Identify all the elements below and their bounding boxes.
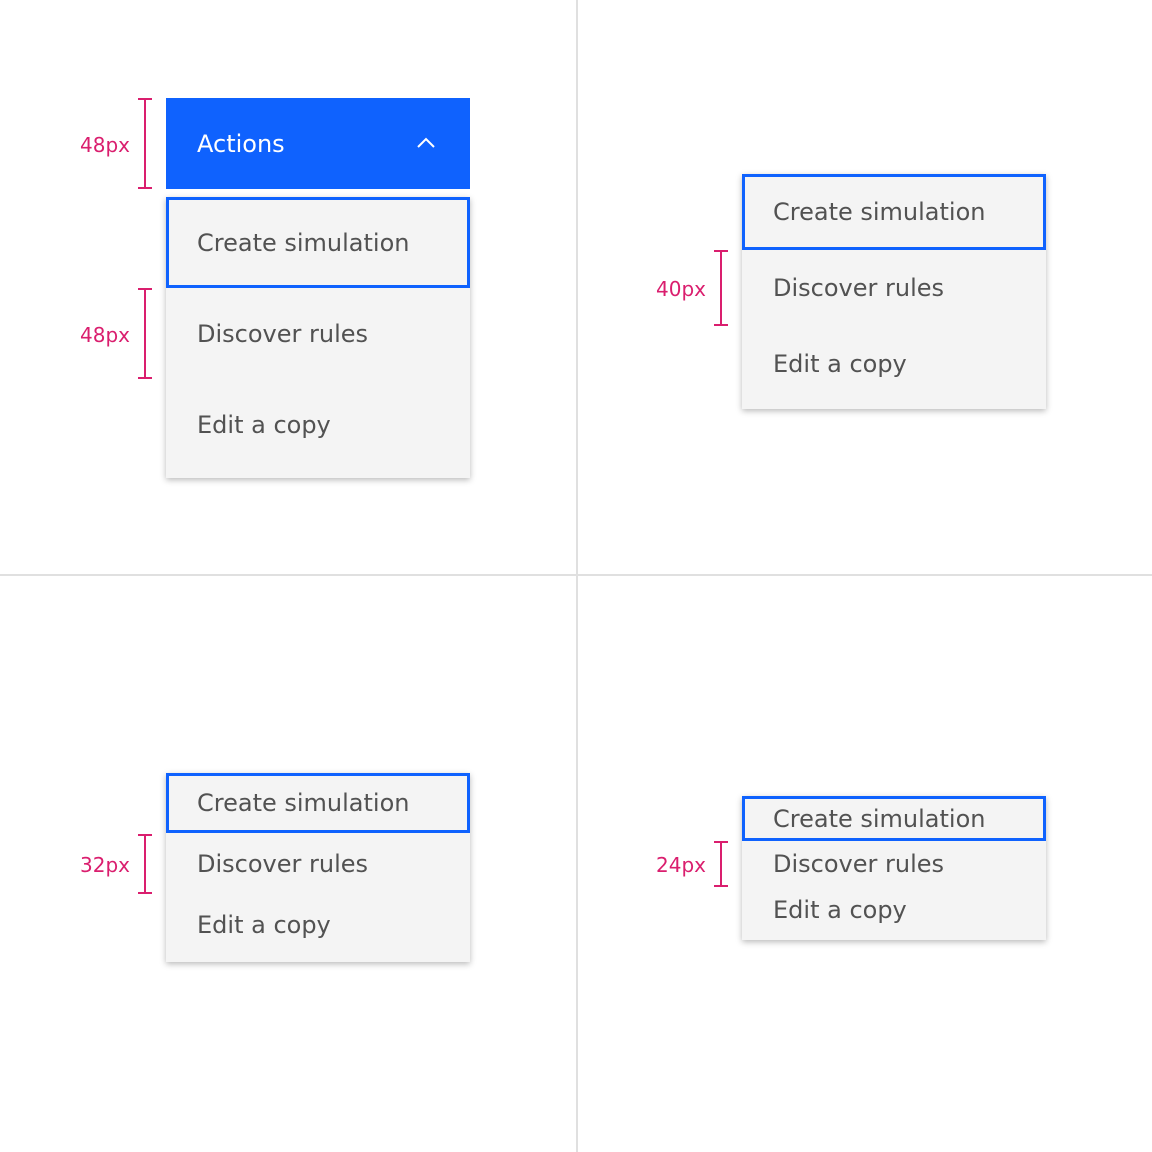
item-height-measure-32 bbox=[138, 834, 152, 894]
overflow-menu-32: Create simulation Discover rules Edit a … bbox=[166, 773, 470, 962]
menu-item-create-simulation[interactable]: Create simulation bbox=[166, 773, 470, 833]
item-height-label-40: 40px bbox=[656, 277, 706, 301]
menu-item-create-simulation[interactable]: Create simulation bbox=[742, 796, 1046, 841]
item-height-label-24: 24px bbox=[656, 853, 706, 877]
menu-item-edit-a-copy[interactable]: Edit a copy bbox=[773, 896, 907, 924]
menu-item-discover-rules[interactable]: Discover rules bbox=[197, 849, 369, 878]
menu-item-edit-a-copy[interactable]: Edit a copy bbox=[197, 410, 331, 439]
overflow-menu-24: Create simulation Discover rules Edit a … bbox=[742, 796, 1046, 940]
quadrant-divider-vertical bbox=[576, 0, 578, 1152]
item-height-label-32: 32px bbox=[80, 853, 130, 877]
overflow-menu-48: Create simulation Discover rules Edit a … bbox=[166, 197, 470, 478]
overflow-menu-40: Create simulation Discover rules Edit a … bbox=[742, 174, 1046, 409]
menu-item-discover-rules[interactable]: Discover rules bbox=[197, 319, 369, 348]
trigger-height-label: 48px bbox=[80, 133, 130, 157]
menu-item-create-simulation[interactable]: Create simulation bbox=[166, 197, 470, 288]
menu-item-edit-a-copy[interactable]: Edit a copy bbox=[773, 350, 907, 378]
item-height-measure-40 bbox=[714, 250, 728, 326]
actions-dropdown-trigger[interactable]: Actions bbox=[166, 98, 470, 189]
trigger-height-measure bbox=[138, 98, 152, 189]
quadrant-divider-horizontal bbox=[0, 574, 1152, 576]
item-height-measure-24 bbox=[714, 841, 728, 887]
menu-item-discover-rules[interactable]: Discover rules bbox=[773, 850, 945, 878]
item-height-label-48: 48px bbox=[80, 323, 130, 347]
item-height-measure-48 bbox=[138, 288, 152, 379]
menu-item-edit-a-copy[interactable]: Edit a copy bbox=[197, 910, 331, 939]
menu-item-create-simulation[interactable]: Create simulation bbox=[742, 174, 1046, 250]
chevron-up-icon bbox=[417, 137, 435, 148]
actions-label: Actions bbox=[197, 129, 285, 158]
menu-item-discover-rules[interactable]: Discover rules bbox=[773, 274, 945, 302]
